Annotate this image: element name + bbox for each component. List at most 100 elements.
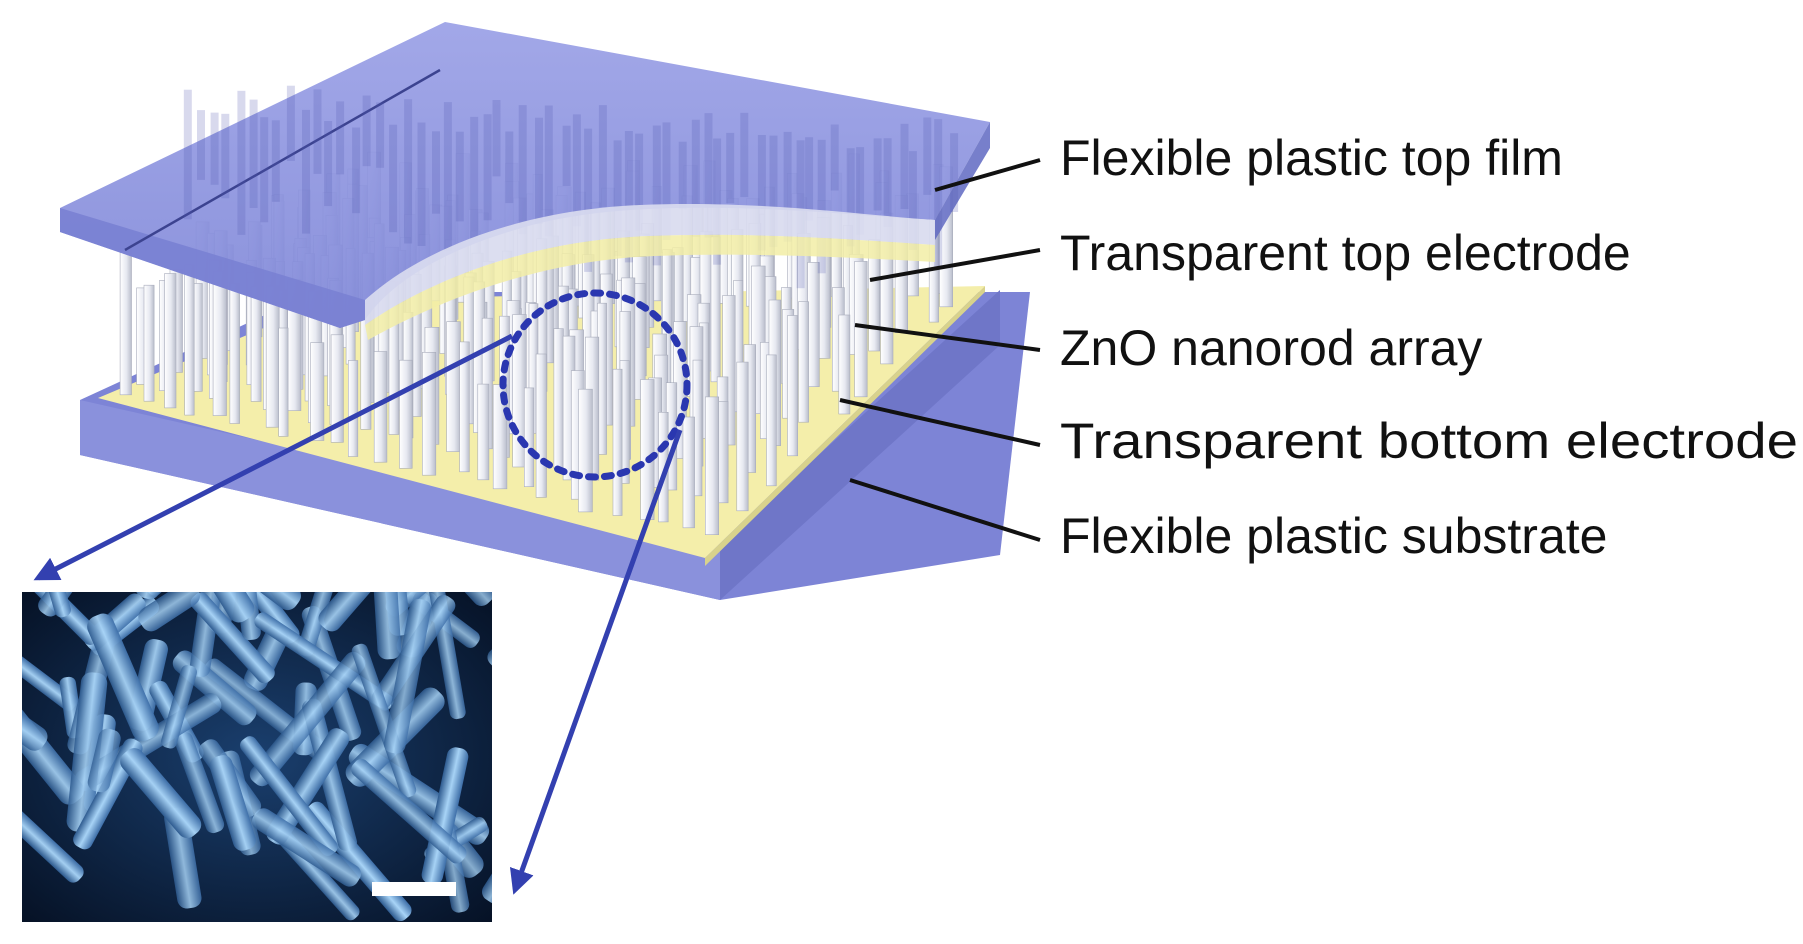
nanorod-shadow (883, 138, 892, 227)
nanorod (250, 286, 262, 402)
sem-nanorod (138, 592, 200, 632)
nanorod (278, 327, 289, 437)
nanorod-shadow (249, 99, 258, 208)
nanorod-shadow (769, 135, 778, 248)
nanorod-shadow (324, 121, 333, 207)
nanorod-shadow (376, 102, 385, 168)
nanorod-shadow (900, 123, 909, 209)
sem-nanorod (87, 613, 159, 742)
nanorod-shadow (470, 116, 479, 240)
nanorod (553, 328, 564, 469)
nanorod-shadow (505, 131, 514, 204)
zoom-circle-icon (499, 289, 691, 481)
leader-substrate (849, 478, 1041, 542)
nanorod (854, 261, 868, 398)
sem-nanorod (22, 769, 84, 883)
sem-nanorod (144, 592, 207, 596)
nanorod (164, 273, 177, 409)
sem-nanorod (252, 808, 362, 887)
nanorod-shadow (260, 117, 269, 223)
nanorod-shadow (483, 114, 492, 221)
nanorod-shadow (183, 89, 192, 220)
nanorod (265, 285, 280, 428)
leader-lines (839, 158, 1041, 542)
sem-nanorod (161, 664, 197, 749)
sem-nanorod (22, 697, 84, 805)
sem-nanorod (254, 612, 394, 711)
sem-nanorod (424, 592, 466, 720)
label-nanorods: ZnO nanorod array (1060, 320, 1482, 376)
transparent-top-electrode (365, 203, 935, 340)
nanorod (736, 361, 749, 512)
nanorod (477, 383, 490, 481)
sem-nanorod (22, 619, 78, 711)
nanorod (310, 342, 325, 441)
label-substrate: Flexible plastic substrate (1060, 508, 1607, 564)
leader-nanorods (854, 323, 1041, 352)
nanorod (640, 379, 655, 520)
sem-nanorod (383, 598, 432, 754)
left-arrow-icon (33, 333, 514, 581)
nanorod-shadow (443, 102, 452, 251)
nanorod-shadow (830, 124, 839, 191)
nanorod-shadow (613, 140, 622, 256)
nanorod (787, 315, 798, 457)
nanorod-shadow (704, 113, 713, 238)
nanorod-shadow (210, 112, 219, 185)
flexible-plastic-top-film (60, 22, 990, 328)
sem-nanorod (66, 672, 108, 833)
nanorod (212, 270, 227, 416)
nanorod (682, 416, 695, 529)
sem-nanorod (190, 592, 275, 684)
nanorod-shadow (313, 89, 322, 174)
nanorod-shadow (846, 148, 855, 247)
nanorod-shadow (572, 114, 581, 227)
nanorod-shadow (432, 131, 440, 214)
nanorod-shadow (662, 122, 671, 240)
nanorod-shadow (856, 147, 865, 235)
nanorod-shadow (544, 105, 553, 237)
nanorod-shadow (492, 100, 501, 177)
nanorod (229, 283, 240, 424)
label-top-electrode: Transparent top electrode (1060, 225, 1631, 281)
sem-nanorod (239, 736, 338, 856)
nanorod-shadow (362, 95, 371, 167)
scale-bar-icon (372, 882, 456, 896)
nanorod-shadow (417, 122, 426, 246)
sem-nanorod (487, 592, 492, 669)
nanorod (704, 396, 719, 535)
sem-nanorod (87, 728, 121, 793)
nanorod-shadow (598, 105, 607, 208)
sem-nanorod (249, 651, 366, 787)
nanorod (446, 321, 461, 452)
sem-nanorod (220, 592, 300, 644)
nanorod-shadow (805, 137, 814, 221)
nanorod-shadow (535, 117, 543, 225)
nanorod-shadow (783, 131, 792, 242)
nanorod (192, 283, 203, 392)
nanorod-shadow (352, 127, 361, 214)
nanorod-shadow (691, 119, 700, 237)
nanorod-shadow (652, 125, 661, 266)
nanorod (578, 388, 593, 513)
nanorod-shadow (336, 101, 345, 175)
nanorod (184, 264, 195, 416)
sem-nanorod (421, 747, 469, 885)
nanorod-shadow (624, 131, 633, 263)
sem-nanorod (351, 759, 467, 864)
sem-nanorod (302, 698, 357, 851)
nanorod-shadow (221, 113, 230, 199)
leader-bottom-electrode (839, 398, 1041, 447)
nanorod (422, 351, 437, 476)
right-arrow-icon (509, 429, 683, 895)
nanorod-shadow (271, 120, 280, 202)
nanorod (612, 368, 623, 516)
sem-nanorod (174, 732, 225, 834)
nanorod-shadow (302, 109, 310, 234)
leader-top-electrode (869, 248, 1041, 282)
nanorod-shadow (237, 90, 246, 235)
nanorod-shadow (726, 132, 735, 204)
nanorod (766, 354, 777, 487)
nanorod-shadow (455, 131, 464, 222)
sem-nanorod (209, 755, 256, 851)
